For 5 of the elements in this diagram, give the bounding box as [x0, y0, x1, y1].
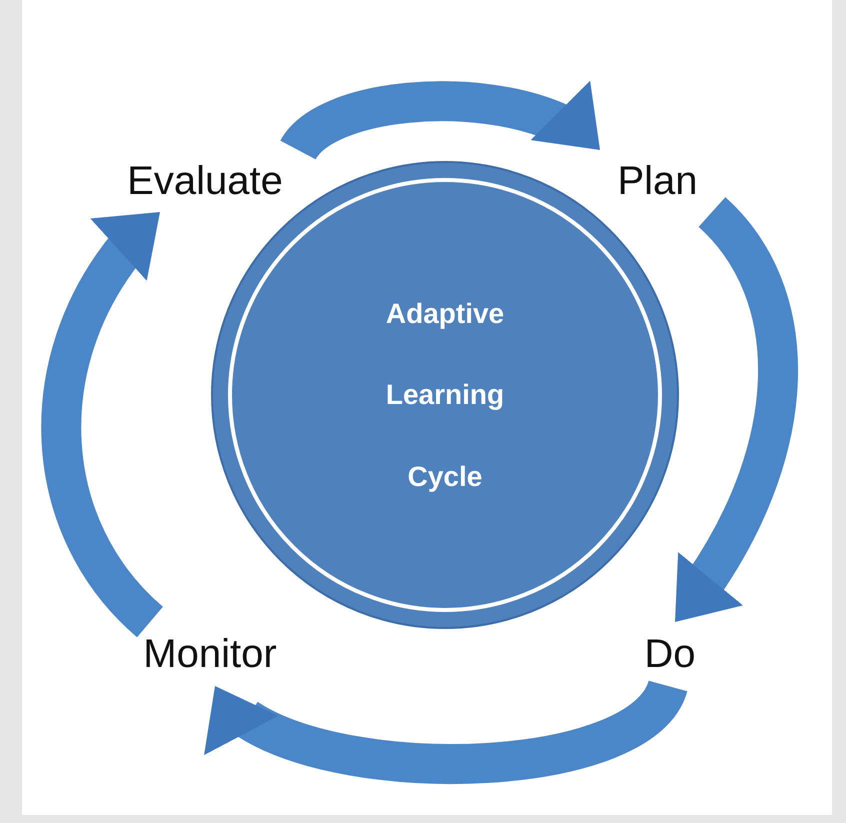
stage-label: Do: [644, 632, 696, 676]
stage-label: Monitor: [143, 632, 277, 676]
stage-label: Evaluate: [127, 158, 283, 204]
stage-label: Plan: [617, 158, 698, 204]
cycle-title: Adaptive Learning Cycle: [384, 297, 506, 494]
